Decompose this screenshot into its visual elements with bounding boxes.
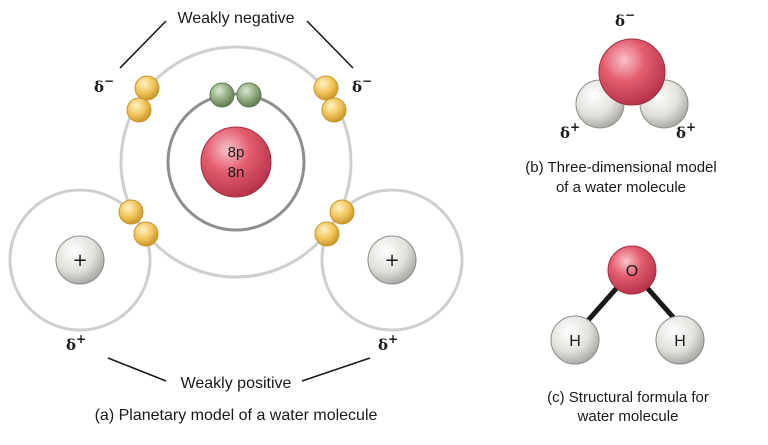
structural-caption-line1: (c) Structural formula for: [547, 389, 709, 406]
hydrogen-nucleus-right: [367, 235, 417, 285]
delta-plus-left: δ+: [66, 332, 86, 354]
structural-formula: O H H (c) Structural formula for water m…: [547, 245, 709, 425]
leader-line: [119, 20, 167, 69]
delta-minus-left: δ−: [94, 74, 114, 96]
shared-electron: [118, 199, 144, 225]
leader-line: [107, 357, 167, 382]
hydrogen-left-plus: +: [72, 250, 87, 271]
bond-left: [582, 280, 624, 327]
oxygen-outer-orbit: [119, 45, 353, 279]
hydrogen-atom-left: [550, 315, 600, 365]
delta-minus-right: δ−: [352, 74, 372, 96]
nucleus-protons-label: 8p: [228, 144, 245, 161]
hydrogen-symbol-left: H: [569, 333, 581, 350]
oxygen-nucleus: [200, 126, 272, 198]
oxygen-symbol: O: [626, 263, 638, 280]
valence-electron: [126, 97, 152, 123]
hydrogen-right-orbit: [320, 188, 464, 332]
hydrogen-left-orbit: [8, 188, 152, 332]
weakly-negative-label: Weakly negative: [177, 10, 294, 27]
inner-electron: [209, 82, 235, 108]
structural-caption-line2: water molecule: [577, 408, 679, 425]
leader-line: [301, 357, 371, 382]
delta-plus-3d-left: δ+: [560, 120, 580, 142]
shared-electron: [314, 221, 340, 247]
valence-electron: [134, 75, 160, 101]
three-d-caption-line1: (b) Three-dimensional model: [525, 159, 716, 176]
hydrogen-symbol-right: H: [674, 333, 686, 350]
weakly-positive-label: Weakly positive: [181, 375, 292, 392]
hydrogen-nucleus-left: [55, 235, 105, 285]
delta-plus-3d-right: δ+: [676, 120, 696, 142]
shared-electron: [329, 199, 355, 225]
three-d-caption-line2: of a water molecule: [556, 179, 686, 196]
oxygen-sphere: [598, 38, 666, 106]
planetary-model: 8p 8n + + Weakly negative Weakly positiv…: [8, 10, 464, 424]
shared-electron: [133, 221, 159, 247]
planetary-caption: (a) Planetary model of a water molecule: [95, 407, 378, 424]
nucleus-neutrons-label: 8n: [228, 164, 245, 181]
valence-electron: [321, 97, 347, 123]
inner-electron: [236, 82, 262, 108]
delta-plus-right: δ+: [378, 332, 398, 354]
valence-electron: [313, 75, 339, 101]
hydrogen-right-plus: +: [384, 250, 399, 271]
oxygen-inner-orbit: [166, 92, 306, 232]
leader-line: [306, 20, 354, 69]
hydrogen-atom-right: [655, 315, 705, 365]
oxygen-atom: [607, 245, 657, 295]
delta-minus-3d: δ−: [615, 8, 635, 30]
three-dimensional-model: δ− δ+ δ+ (b) Three-dimensional model of …: [525, 8, 716, 196]
